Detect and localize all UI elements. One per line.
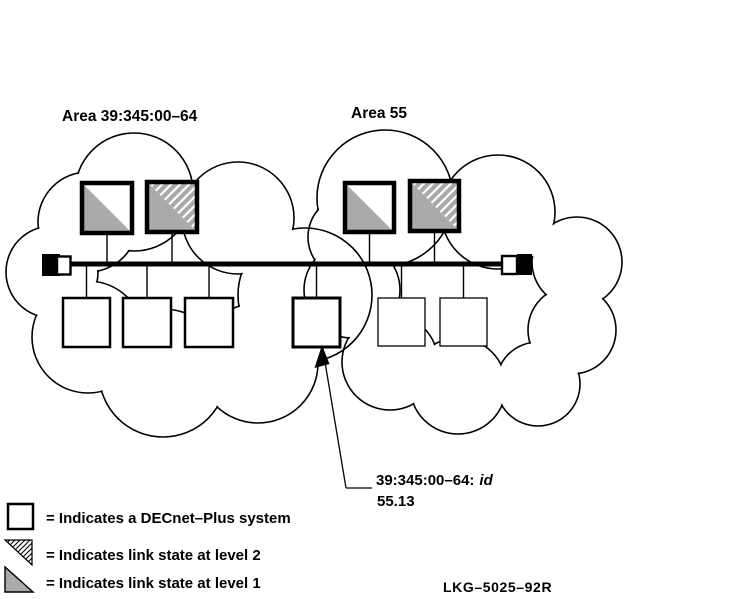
system-square-1: [61, 296, 112, 349]
bus-terminator-right-black: [517, 254, 532, 275]
legend-item-3-label: = Indicates link state at level 1: [46, 575, 261, 592]
level1-gray-triangle: [347, 185, 392, 230]
router-square-2: [144, 179, 200, 235]
bus-terminator-right-white: [500, 254, 519, 276]
figure-number: LKG–5025–92R: [443, 579, 552, 595]
legend-level1-gray-triangle-icon: [4, 565, 35, 593]
system-square-3: [183, 296, 235, 349]
bus-terminator-left-black: [42, 254, 60, 276]
connector-lines: [85, 231, 465, 299]
level1-gray-triangle: [412, 183, 457, 229]
router-square-4: [407, 178, 462, 234]
arrowhead: [314, 345, 330, 368]
callout-line1: 39:345:00–64:id: [376, 472, 494, 489]
system-square-5: [377, 297, 426, 347]
router-square-3: [342, 180, 397, 235]
legend-level2-hatched-triangle-icon: [3, 539, 33, 567]
legend-system-square-icon: [6, 502, 35, 531]
legend-item-2-label: = Indicates link state at level 2: [46, 547, 261, 564]
bus-terminator-left-white: [55, 255, 72, 276]
legend: = Indicates a DECnet–Plus system = Indic…: [3, 502, 291, 593]
system-square-2: [121, 296, 173, 349]
router-square-1: [79, 180, 135, 236]
level1-gray-triangle: [149, 184, 195, 230]
system-square-6: [439, 297, 488, 347]
callout-arrow: [314, 345, 372, 489]
level1-gray-triangle: [84, 185, 130, 231]
bus-line: [58, 261, 512, 267]
ethernet-bus: [42, 254, 532, 276]
legend-item-1-label: = Indicates a DECnet–Plus system: [46, 510, 291, 527]
system-square-4: [291, 296, 342, 349]
callout-line2: 55.13: [377, 493, 415, 510]
area-39-label: Area 39:345:00–64: [62, 108, 198, 125]
area-55-label: Area 55: [351, 105, 407, 122]
